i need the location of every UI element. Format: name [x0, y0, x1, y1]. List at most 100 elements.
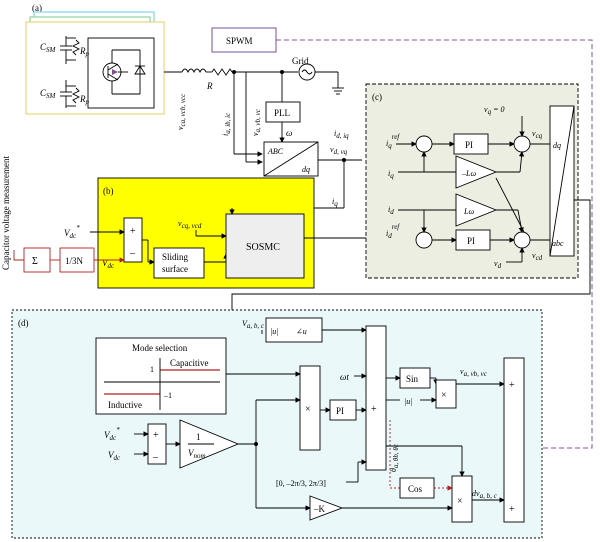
vdc-ref-label-d: Vdc* [104, 426, 120, 442]
lw-label: Lω [463, 207, 474, 216]
sum-plus-b: + [130, 226, 136, 237]
level-pos-label: 1 [150, 365, 154, 374]
level-neg-label: –1 [163, 391, 172, 400]
grid-label: Grid [292, 56, 309, 66]
mult-1-label: × [305, 404, 311, 415]
mode-title: Mode selection [132, 343, 188, 353]
panel-c: (c) vq = 0 iqref PI vcq iq –Lω id Lω idr… [365, 83, 579, 279]
vabc-out-label: va, vb, vc [460, 367, 488, 378]
gain-den: Vnom [188, 448, 206, 460]
sum-iq [415, 135, 433, 153]
sum-theta-block [365, 325, 387, 471]
vcq-label-c: vcq [532, 129, 543, 140]
currents-abc-label: ia, ib, ic [221, 112, 232, 136]
thetas-label: θa, θb, θc [389, 443, 400, 472]
iq-ref-label: iqref [386, 133, 400, 150]
vdc-label-d: Vdc [108, 450, 121, 462]
sigma-label: Σ [32, 256, 38, 267]
inductive-label: Inductive [108, 400, 142, 410]
sum-vcd [513, 231, 531, 249]
vd-label-c: vd [494, 259, 502, 270]
dq-label-c: dq [553, 141, 561, 150]
pll-label: PLL [274, 108, 290, 118]
final-sum-plus-1: + [509, 380, 515, 391]
iq-feedback-label: iq [332, 197, 338, 208]
iq-label-c: iq [388, 169, 394, 180]
vdc-label-b: Vdc [102, 258, 115, 270]
sum-id [415, 231, 433, 249]
omega-label: ω [286, 128, 292, 138]
csm-label-top: CSM [40, 42, 57, 54]
panel-b-label: (b) [103, 186, 114, 196]
gain-3n-label: 1/3N [65, 256, 84, 266]
angle-u-label: ∠u [296, 327, 307, 336]
abc-label-c: abc [552, 239, 564, 248]
panel-d: (d) Va, b, c |u| ∠u Mode selection Capac… [11, 309, 543, 539]
pll-block [265, 101, 301, 123]
sum-theta-plus: + [371, 404, 377, 415]
pi-label-d-panel: PI [336, 406, 344, 416]
rp-label-bottom: Rp [79, 94, 90, 106]
neg-k-gain [309, 495, 344, 521]
feedback-dashed-path [276, 39, 593, 449]
rp-label-top: Rp [79, 46, 90, 58]
mult-3-label: × [457, 496, 463, 507]
idq-out-label: id, iq [334, 129, 349, 140]
phase-list-label: [0, –2π/3, 2π/3] [276, 479, 326, 488]
resistor-icon [211, 68, 233, 76]
sosmc-block [225, 213, 305, 279]
abs-angle-block [265, 317, 323, 343]
final-sum-plus-2: + [509, 504, 515, 515]
mult-2-label: × [441, 390, 447, 401]
pi-label-d: PI [467, 236, 475, 246]
dv-label: dva, b, c [472, 489, 498, 500]
pi-label-q: PI [465, 140, 473, 150]
panel-a-label: (a) [32, 3, 42, 13]
vabc-label-d: Va, b, c [242, 319, 265, 330]
capacitive-label: Capacitive [170, 358, 208, 368]
gain-3n-block [59, 247, 95, 273]
neg-lw-label: –Lω [461, 169, 476, 178]
wt-label: ωt [340, 372, 349, 382]
sum-vcq [513, 135, 531, 153]
cap-voltages-label: vca, vcb, vcc [176, 93, 187, 130]
cos-label: Cos [408, 484, 423, 494]
sin-label: Sin [406, 374, 419, 384]
neg-lw-gain [455, 155, 498, 189]
panel-c-label: (c) [372, 92, 382, 102]
volts-abc-label: va, vb, vc [251, 108, 262, 136]
id-label-c: id [388, 205, 394, 216]
spwm-block [211, 27, 277, 53]
spwm-label: SPWM [226, 36, 253, 46]
sum-plus-d: + [153, 430, 159, 441]
capacitor-bottom [60, 80, 81, 108]
vdq-out-label: vd, vq [330, 145, 348, 156]
panel-b: (b) + – Vdc* Vdc Sliding surface SOSMC v… [64, 177, 411, 289]
csm-label-bottom: CSM [40, 88, 57, 100]
multiplier-1 [299, 365, 321, 451]
resistor-label: R [206, 81, 213, 91]
multiplier-2 [435, 379, 457, 409]
capacitor-top [60, 36, 81, 64]
abs-u2-label: |u| [404, 397, 412, 406]
sliding-line-2: surface [162, 264, 188, 274]
lw-gain [455, 193, 498, 227]
igbt-box [87, 37, 155, 109]
sliding-surface-block [153, 247, 205, 279]
submodule-layer-3 [25, 21, 165, 115]
abc-label: ABC [267, 147, 284, 156]
sliding-line-1: Sliding [162, 252, 189, 262]
vdc-ref-label-b: Vdc* [64, 224, 80, 240]
abs-u-label: |u| [270, 327, 278, 336]
capacitor-voltage-label: Capacitor voltage measurement [1, 156, 11, 270]
abc-out-path [231, 199, 591, 314]
vcd-label-c: vcd [532, 251, 543, 262]
mode-selection-box [95, 337, 227, 415]
inductor-icon [181, 68, 207, 74]
sum-minus-b: – [129, 248, 136, 259]
dq-label: dq [302, 165, 310, 174]
panel-d-label: (d) [18, 318, 29, 328]
final-sum-block [503, 357, 525, 523]
sosmc-label: SOSMC [246, 242, 280, 253]
